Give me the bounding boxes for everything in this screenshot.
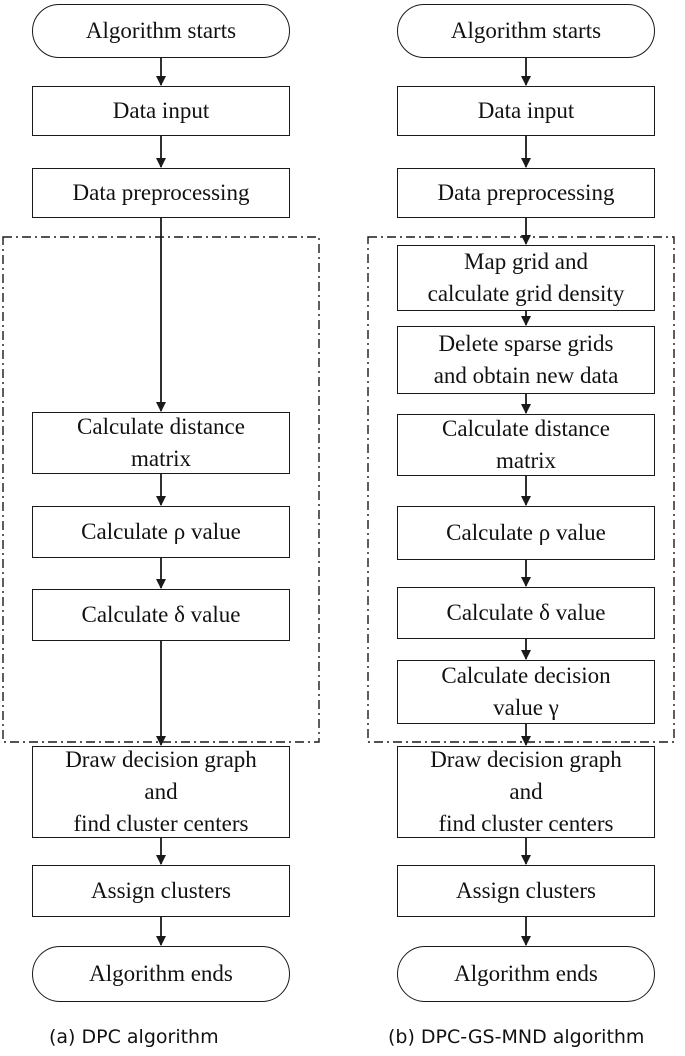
panel-b-gamma-box: Calculate decision value γ [397, 660, 655, 724]
panel-a-data-input-box: Data input [32, 86, 290, 136]
panel-b-data-preprocessing-box: Data preprocessing [397, 168, 655, 218]
panel-a-delta-box: Calculate δ value [32, 589, 290, 641]
panel-b-data-preprocessing-label: Data preprocessing [437, 180, 615, 205]
panel-b-assign-clusters-label: Assign clusters [456, 878, 596, 903]
panel-b-rho-box: Calculate ρ value [397, 506, 655, 560]
panel-a-decision-graph-label: Draw decision graph and find cluster cen… [65, 747, 257, 836]
panel-b-caption: (b) DPC-GS-MND algorithm [388, 1026, 645, 1048]
panel-a-rho-box: Calculate ρ value [32, 506, 290, 558]
panel-a-start-terminal: Algorithm starts [32, 4, 290, 58]
panel-b-start-terminal: Algorithm starts [397, 4, 655, 58]
panel-b-delete-sparse-box: Delete sparse grids and obtain new data [397, 326, 655, 394]
panel-b-distance-matrix-box: Calculate distance matrix [397, 414, 655, 476]
panel-b-start-label: Algorithm starts [450, 18, 602, 43]
panel-a-delta-label: Calculate δ value [81, 602, 241, 627]
panel-a-caption: (a) DPC algorithm [49, 1026, 219, 1048]
panel-a-data-input-label: Data input [112, 98, 210, 123]
panel-a-end-terminal: Algorithm ends [32, 946, 290, 1002]
panel-b-decision-graph-label: Draw decision graph and find cluster cen… [430, 747, 622, 836]
panel-b-rho-label: Calculate ρ value [446, 520, 606, 545]
panel-a-end-label: Algorithm ends [89, 961, 233, 986]
panel-a-data-preprocessing-box: Data preprocessing [32, 168, 290, 218]
panel-a-assign-clusters-box: Assign clusters [32, 865, 290, 917]
panel-b-delta-label: Calculate δ value [446, 600, 606, 625]
panel-a-decision-graph-box: Draw decision graph and find cluster cen… [32, 746, 290, 838]
panel-a-distance-matrix-label: Calculate distance matrix [77, 414, 245, 471]
panel-b-assign-clusters-box: Assign clusters [397, 865, 655, 917]
panel-b-end-label: Algorithm ends [454, 961, 598, 986]
panel-b-map-grid-label: Map grid and calculate grid density [427, 249, 625, 306]
panel-b-data-input-box: Data input [397, 86, 655, 136]
panel-a-start-label: Algorithm starts [85, 18, 237, 43]
panel-b-gamma-label: Calculate decision value γ [441, 663, 611, 720]
panel-a-rho-label: Calculate ρ value [81, 519, 241, 544]
panel-b-distance-matrix-label: Calculate distance matrix [442, 416, 610, 473]
panel-b-data-input-label: Data input [477, 98, 575, 123]
panel-a-distance-matrix-box: Calculate distance matrix [32, 412, 290, 474]
panel-a-assign-clusters-label: Assign clusters [91, 878, 231, 903]
panel-b-decision-graph-box: Draw decision graph and find cluster cen… [397, 746, 655, 838]
panel-b-delta-box: Calculate δ value [397, 587, 655, 639]
panel-b-end-terminal: Algorithm ends [397, 946, 655, 1002]
panel-b-map-grid-box: Map grid and calculate grid density [397, 245, 655, 311]
panel-a-data-preprocessing-label: Data preprocessing [72, 180, 250, 205]
panel-b-delete-sparse-label: Delete sparse grids and obtain new data [433, 331, 619, 388]
